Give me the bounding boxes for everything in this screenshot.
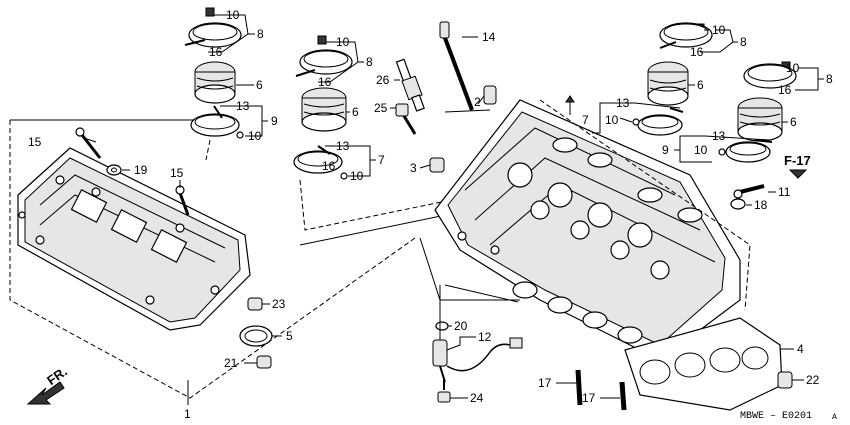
stud-14	[439, 21, 474, 111]
callout-label: 10	[605, 113, 619, 127]
insulator-group-left-upper	[184, 7, 244, 139]
callout-numbers: 10 8 16 6 13 9 10 15 19 15 10 8 16 26 6 …	[28, 8, 833, 421]
bolt-24	[437, 380, 451, 403]
callout-label: 10	[786, 61, 800, 75]
callout-label: 7	[378, 153, 385, 167]
callout-label: 8	[257, 27, 264, 41]
washer-20	[435, 321, 449, 331]
grommet-21	[256, 355, 272, 369]
stud-17-right	[619, 381, 627, 411]
grommet-23	[247, 297, 263, 311]
callout-label: 13	[616, 96, 630, 110]
dowel-3	[429, 157, 445, 173]
bolt-15-right	[175, 185, 190, 216]
callout-label: 22	[806, 373, 820, 387]
cylinder-head-cover	[9, 119, 416, 399]
callout-label: 5	[286, 329, 293, 343]
bolt-25	[395, 103, 417, 135]
washer-19	[106, 164, 122, 176]
spark-plug-26	[395, 58, 425, 112]
callout-label: 17	[582, 391, 596, 405]
callout-label: 16	[690, 45, 704, 59]
callout-label: 19	[134, 163, 148, 177]
callout-label: 13	[336, 139, 350, 153]
washer-18	[730, 198, 746, 210]
callout-label: 15	[170, 166, 184, 180]
callout-label: 10	[226, 8, 240, 22]
callout-label: 18	[754, 198, 768, 212]
insulator-group-left-middle	[293, 35, 353, 180]
callout-label: 26	[376, 73, 390, 87]
sensor-12	[432, 337, 523, 383]
callout-label: 16	[209, 45, 223, 59]
callout-label: 7	[582, 113, 589, 127]
callout-label: 6	[697, 78, 704, 92]
callout-label: 10	[350, 169, 364, 183]
callout-label: 20	[454, 319, 468, 333]
stud-17-left	[575, 369, 583, 406]
insulator-group-right-upper	[647, 22, 713, 106]
front-direction-arrow	[26, 381, 65, 405]
callout-label: 10	[712, 23, 726, 37]
cylinder-head	[434, 99, 741, 361]
callout-label: 13	[236, 99, 250, 113]
reference-label: F-17	[784, 153, 811, 168]
callout-label: 15	[28, 135, 42, 149]
callout-label: 9	[662, 143, 669, 157]
callout-label: 8	[826, 72, 833, 86]
callout-label: 21	[224, 356, 238, 370]
callout-label: 3	[410, 161, 417, 175]
callout-label: 17	[538, 376, 552, 390]
callout-label: 23	[272, 297, 286, 311]
insulator-group-right-middle	[632, 107, 684, 136]
callout-label: 8	[366, 55, 373, 69]
callout-label: 10	[694, 143, 708, 157]
callout-label: 16	[322, 159, 336, 173]
insulator-group-right-far	[718, 61, 797, 163]
diagram-code-suffix: A	[832, 413, 837, 422]
callout-label: 9	[271, 114, 278, 128]
callout-label: 1	[184, 407, 191, 421]
sensor-11	[733, 184, 765, 199]
callout-label: 8	[740, 35, 747, 49]
callout-label: 10	[336, 35, 350, 49]
reference-arrow	[788, 169, 808, 179]
callout-label: 6	[352, 105, 359, 119]
callout-label: 10	[248, 129, 262, 143]
callout-label: 12	[478, 330, 492, 344]
dowel-2	[483, 85, 497, 105]
callout-label: 24	[470, 391, 484, 405]
callout-label: 4	[797, 342, 804, 356]
leader-lines	[83, 14, 824, 405]
callout-label: 13	[712, 129, 726, 143]
callout-label: 6	[790, 115, 797, 129]
callout-label: 16	[318, 75, 332, 89]
front-direction-label: FR.	[44, 364, 70, 388]
diagram-code: MBWE – E0201	[740, 411, 812, 422]
callout-label: 25	[374, 101, 388, 115]
dowel-22	[777, 371, 793, 389]
callout-label: 6	[256, 78, 263, 92]
callout-label: 11	[778, 185, 791, 199]
callout-label: 2	[474, 95, 481, 109]
callout-label: 16	[778, 83, 792, 97]
callout-label: 14	[482, 30, 496, 44]
